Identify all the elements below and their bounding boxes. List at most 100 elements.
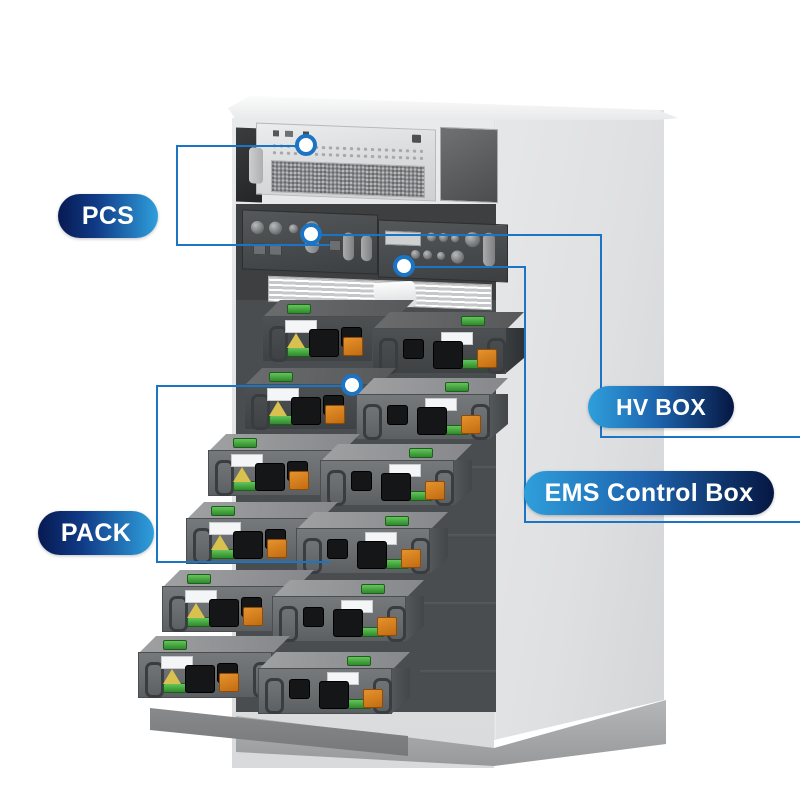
callout-dot-hv_box[interactable] [300, 223, 322, 245]
pack-power-connector [417, 407, 447, 435]
pack-power-connector [357, 541, 387, 569]
pack-side-face [453, 460, 472, 506]
pack-green-connector [287, 304, 311, 314]
pack-hv-connector [363, 689, 383, 708]
pack-handle [363, 404, 382, 440]
pack-power-connector [291, 397, 321, 425]
pack-top-surface [372, 312, 524, 330]
pack-power-connector [255, 463, 285, 491]
pack-warning-triangle [269, 401, 287, 416]
pack-side-face [429, 528, 448, 574]
pack-green-connector [163, 683, 187, 693]
pack-front-face [356, 382, 490, 440]
pcs-module [249, 122, 436, 202]
pack-warning-triangle [211, 535, 229, 550]
pack-hv-connector [219, 673, 239, 692]
pack-power-connector [381, 473, 411, 501]
cabinet-top-cap [228, 96, 678, 120]
pcs-handle [249, 147, 263, 184]
battery-pack-module [296, 512, 448, 574]
pack-hv-connector [477, 349, 497, 368]
leader-vertical-hv_box [600, 234, 602, 436]
leader-underline-pcs [176, 244, 330, 246]
callout-pill-pack[interactable]: PACK [38, 511, 154, 555]
drawer-rail [420, 534, 496, 538]
callout-pill-ems-control-box[interactable]: EMS Control Box [524, 471, 774, 515]
pack-power-connector [351, 471, 372, 491]
pack-power-connector [327, 539, 348, 559]
pack-hv-connector [461, 415, 481, 434]
pcs-bay-empty-slot [440, 126, 498, 204]
pack-handle [265, 678, 284, 714]
pack-top-surface [320, 444, 472, 462]
pack-warning-triangle [287, 333, 305, 348]
panel-terminal [329, 239, 341, 252]
panel-knob [269, 221, 282, 235]
panel-knob [251, 220, 264, 235]
pack-hv-connector [343, 337, 363, 356]
leader-underline-pack [156, 561, 330, 563]
pack-top-surface [296, 512, 448, 530]
pack-hv-connector [243, 607, 263, 626]
pack-power-connector [209, 599, 239, 627]
pack-side-face [505, 328, 524, 374]
panel-knob [451, 250, 464, 264]
leader-horizontal-pack [156, 385, 352, 387]
pack-power-connector [387, 405, 408, 425]
battery-pack-module [320, 444, 472, 506]
panel-handle [343, 232, 354, 261]
pack-power-connector [289, 679, 310, 699]
pack-green-connector [385, 516, 409, 526]
panel-handle [361, 234, 372, 262]
pack-front-face [372, 316, 506, 374]
callout-pill-hv-box[interactable]: HV BOX [588, 386, 734, 428]
pack-power-connector [403, 339, 424, 359]
callout-dot-pcs[interactable] [295, 134, 317, 156]
pack-hv-connector [325, 405, 345, 424]
battery-pack-module [356, 378, 508, 440]
pack-front-face [320, 448, 454, 506]
drawer-rail [420, 670, 496, 674]
pack-handle [269, 326, 288, 362]
pack-power-connector [319, 681, 349, 709]
pack-handle [279, 606, 298, 642]
panel-knob [289, 224, 298, 234]
panel-knob [411, 249, 420, 260]
pack-top-surface [272, 580, 424, 598]
pack-warning-triangle [163, 669, 181, 684]
pack-front-face [272, 584, 406, 642]
leader-horizontal-pcs [176, 145, 306, 147]
leader-vertical-ems_control_box [524, 266, 526, 521]
pack-handle [251, 394, 270, 430]
callout-dot-pack[interactable] [341, 374, 363, 396]
pack-power-connector [303, 607, 324, 627]
pack-power-connector [433, 341, 463, 369]
pack-green-connector [409, 448, 433, 458]
pack-hv-connector [401, 549, 421, 568]
pack-power-connector [185, 665, 215, 693]
pack-handle [169, 596, 188, 632]
pack-top-surface [258, 652, 410, 670]
callout-dot-ems_control_box[interactable] [393, 255, 415, 277]
battery-pack-module [258, 652, 410, 714]
pack-green-connector [269, 372, 293, 382]
panel-knob [437, 251, 445, 261]
battery-pack-module [186, 502, 338, 564]
drawer-rail [420, 602, 496, 606]
pack-hv-connector [267, 539, 287, 558]
callout-pill-pcs[interactable]: PCS [58, 194, 158, 238]
pack-green-connector [233, 481, 257, 491]
battery-pack-module [272, 580, 424, 642]
pack-hv-connector [377, 617, 397, 636]
pack-hv-connector [289, 471, 309, 490]
panel-knob [423, 250, 432, 260]
leader-horizontal-hv_box [311, 234, 600, 236]
pack-top-surface [356, 378, 508, 396]
leader-vertical-pcs [176, 145, 178, 244]
pack-green-connector [187, 617, 211, 627]
pack-green-connector [269, 415, 293, 425]
pack-green-connector [287, 347, 311, 357]
pack-power-connector [233, 531, 263, 559]
